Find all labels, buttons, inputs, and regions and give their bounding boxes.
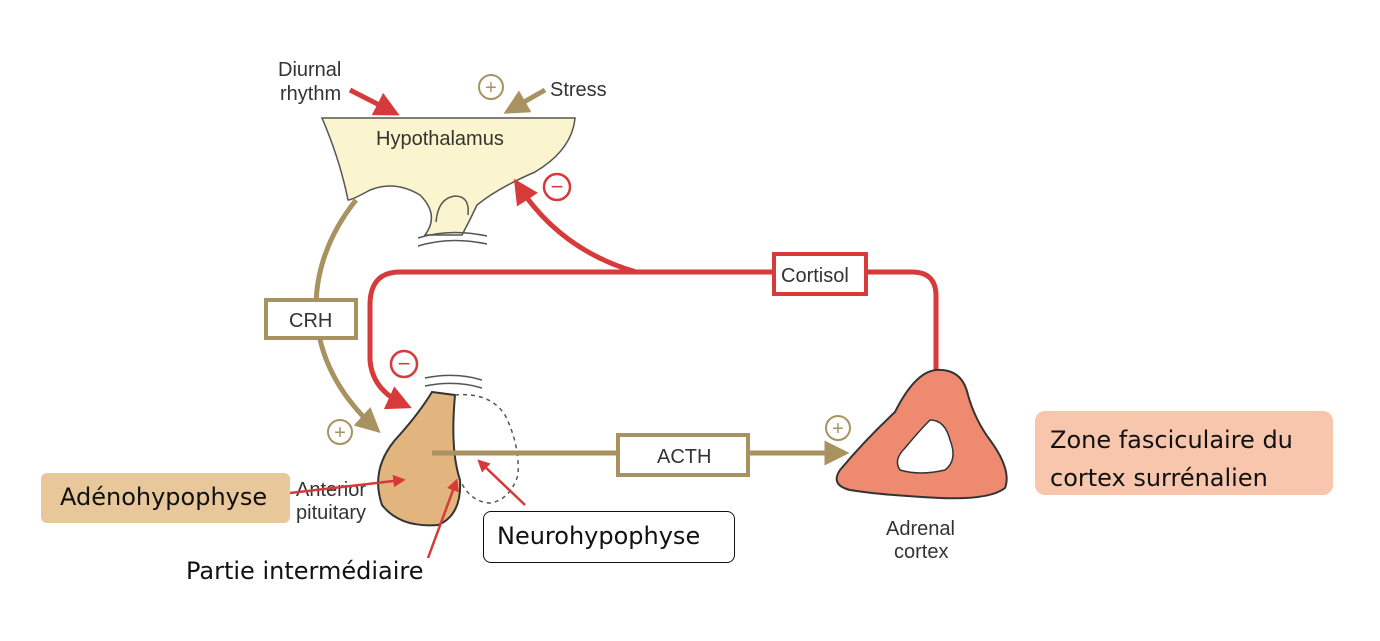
- stress-plus-icon: +: [478, 74, 504, 100]
- crh-plus-icon: +: [327, 419, 353, 445]
- cortisol-label: Cortisol: [781, 265, 849, 287]
- acth-label: ACTH: [657, 446, 711, 468]
- diurnal-label-line2: rhythm: [280, 83, 341, 105]
- cortisol-box: [772, 252, 868, 296]
- diurnal-arrow: [348, 87, 400, 116]
- adenohypophyse-text: Adénohypophyse: [60, 483, 268, 511]
- stress-label: Stress: [550, 79, 607, 101]
- partie-intermediaire-label: Partie intermédiaire: [186, 557, 456, 589]
- neurohypophyse-text: Neurohypophyse: [497, 522, 701, 550]
- svg-text:+: +: [485, 77, 497, 99]
- hypothalamus-minus-icon: −: [542, 172, 572, 202]
- pituitary-shape: [377, 374, 519, 527]
- svg-text:−: −: [398, 351, 411, 376]
- neuro-pointer-arrow: [477, 459, 526, 506]
- acth-plus-icon: +: [825, 415, 851, 441]
- neurohypophyse-callout: Neurohypophyse: [483, 511, 735, 563]
- adenohypophyse-callout: Adénohypophyse: [41, 473, 290, 523]
- svg-text:+: +: [832, 418, 844, 440]
- crh-label: CRH: [289, 310, 332, 332]
- zone-fasciculaire-line1: Zone fasciculaire du: [1050, 426, 1293, 454]
- cortisol-feedback-line: [367, 269, 939, 410]
- zone-fasciculaire-line2: cortex surrénalien: [1050, 464, 1268, 492]
- partie-intermediaire-text: Partie intermédiaire: [186, 557, 424, 585]
- diurnal-label-line1: Diurnal: [278, 59, 341, 81]
- svg-text:+: +: [334, 422, 346, 444]
- pituitary-minus-icon: −: [389, 349, 419, 379]
- stress-arrow: [503, 87, 547, 114]
- crh-box: [264, 298, 358, 340]
- adrenal-label-line1: Adrenal: [886, 518, 955, 540]
- hypothalamus-label: Hypothalamus: [376, 128, 504, 150]
- anterior-label-line1: Anterior: [296, 479, 366, 501]
- svg-text:−: −: [551, 174, 564, 199]
- anterior-label-line2: pituitary: [296, 502, 366, 524]
- acth-box: [616, 433, 750, 477]
- zone-fasciculaire-callout: Zone fasciculaire du cortex surrénalien: [1035, 411, 1333, 495]
- adrenal-label-line2: cortex: [894, 541, 948, 563]
- cortisol-to-hypothalamus-arrow: [513, 178, 637, 275]
- partie-pointer-arrow: [426, 478, 459, 559]
- adrenal-cortex-shape: [835, 368, 1008, 500]
- adeno-pointer-arrow: [289, 474, 406, 495]
- hypothalamus-shape: [320, 117, 576, 247]
